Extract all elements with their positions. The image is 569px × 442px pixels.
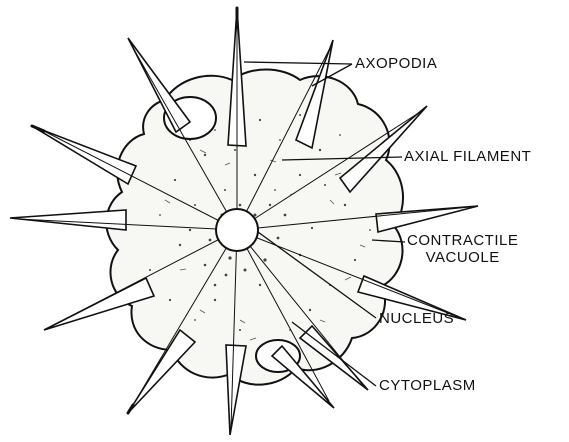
label-axial-filament: AXIAL FILAMENT (404, 148, 531, 165)
axopodium-11 (10, 210, 126, 230)
label-nucleus: NUCLEUS (379, 310, 454, 327)
label-contractile-vacuole-line2: VACUOLE (407, 249, 518, 266)
leader-axopodia-a (244, 62, 352, 64)
label-axopodia: AXOPODIA (355, 55, 437, 72)
axopodium-8 (226, 345, 246, 435)
label-contractile-vacuole: CONTRACTILE VACUOLE (407, 232, 518, 266)
label-cytoplasm: CYTOPLASM (379, 377, 476, 394)
nucleus (216, 209, 258, 251)
label-contractile-vacuole-line1: CONTRACTILE (407, 232, 518, 249)
